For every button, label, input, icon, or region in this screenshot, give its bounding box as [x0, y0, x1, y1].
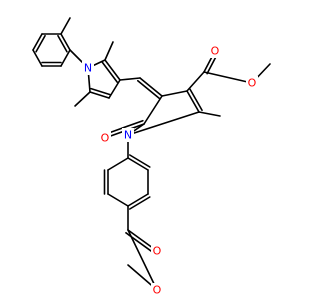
bond-15	[89, 91, 110, 99]
bond-7	[60, 33, 71, 51]
bond-38	[107, 157, 129, 171]
atom-o-ester2-ether: O	[151, 283, 163, 297]
atom-label-o-ester2-carbonyl: O	[153, 245, 162, 258]
bond-22	[136, 79, 161, 100]
structure-diagram: N N O O O O O	[32, 17, 271, 297]
atom-label-n-mid: N	[124, 129, 132, 142]
bond-46	[129, 154, 151, 168]
atom-label-o-lactam: O	[101, 132, 110, 145]
atom-label-o-ester2-ether: O	[153, 284, 162, 297]
bond-12	[104, 59, 121, 81]
bond-26	[127, 111, 200, 136]
bond-2	[35, 34, 46, 53]
bond-18	[104, 41, 114, 61]
bond-50	[127, 229, 158, 291]
bond-19	[74, 91, 91, 107]
atom-label-o-ester1-carbonyl: O	[211, 45, 220, 58]
bond-9	[60, 17, 71, 35]
bond-23	[161, 90, 188, 97]
bond-3	[32, 49, 43, 67]
bond-8	[57, 34, 68, 53]
bond-6	[60, 49, 71, 67]
bond-24	[186, 90, 200, 113]
atom-o-ester1-ether: O	[246, 76, 258, 90]
bond-28	[143, 95, 163, 125]
bond-13	[101, 61, 118, 83]
atom-label-o-ester1-ether: O	[248, 77, 257, 90]
bond-43	[129, 196, 151, 210]
atom-o-ester2-carbonyl: O	[151, 244, 163, 258]
atom-label-n-top: N	[84, 62, 92, 75]
atom-n-top: N	[82, 61, 94, 75]
bond-16	[90, 87, 111, 96]
bond-1	[32, 33, 43, 51]
bond-32	[186, 71, 205, 92]
atom-labels: N N O O O O O	[82, 44, 258, 297]
bond-31	[198, 111, 221, 117]
bond-25	[189, 88, 203, 112]
atom-o-lactam: O	[99, 131, 111, 145]
atom-o-ester1-carbonyl: O	[209, 44, 221, 58]
bond-42	[127, 193, 149, 207]
bond-21	[139, 77, 163, 97]
bond-14	[108, 79, 121, 99]
bond-41	[107, 193, 129, 207]
bond-45	[127, 157, 149, 171]
molecule-canvas: N N O O O O O	[32, 17, 271, 297]
bond-20	[119, 77, 141, 81]
bond-35	[203, 71, 253, 84]
atom-n-mid: N	[122, 128, 134, 142]
